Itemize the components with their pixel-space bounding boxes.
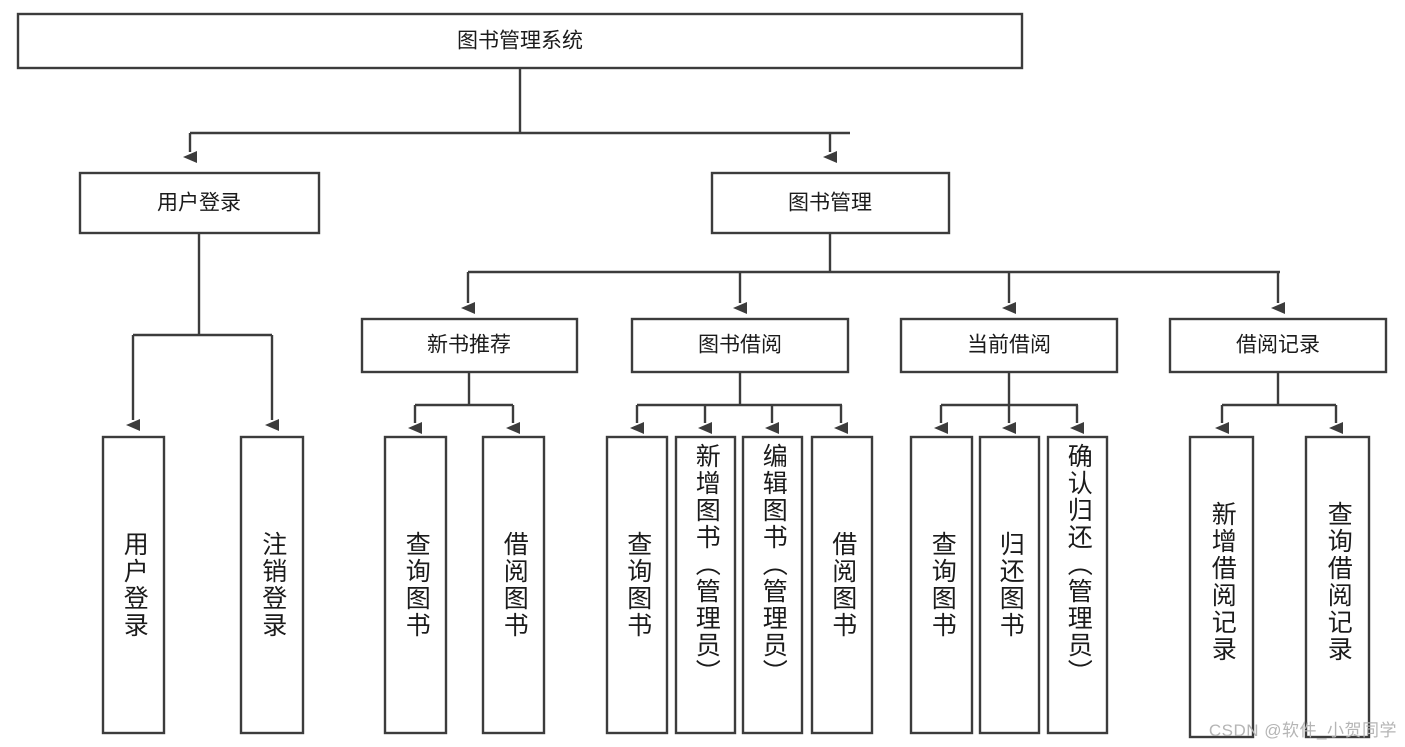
leaf-box-add-record[interactable]	[1188, 435, 1255, 739]
leaf-box-query-book-1[interactable]	[383, 435, 448, 735]
node-root-box[interactable]	[16, 12, 1024, 70]
connector-root-to-level2	[183, 68, 850, 163]
leaf-box-edit-book[interactable]	[741, 435, 804, 735]
node-borrow-record[interactable]: 借阅记录	[1168, 317, 1388, 374]
node-new-book-recommend[interactable]: 新书推荐	[360, 317, 579, 374]
connector-current-borrow-to-leaves	[934, 372, 1084, 434]
node-new-book-recommend-box[interactable]	[360, 317, 579, 374]
connector-user-login-to-leaves	[126, 233, 279, 431]
node-new-book-recommend-label: 新书推荐	[427, 334, 511, 357]
leaf-box-user-login[interactable]	[101, 435, 166, 735]
node-user-login[interactable]: 用户登录	[78, 171, 321, 235]
connector-book-borrow-to-leaves	[630, 372, 848, 434]
leaf-box-query-record[interactable]	[1304, 435, 1371, 739]
node-user-login-label: 用户登录	[157, 192, 241, 215]
node-user-login-box[interactable]	[78, 171, 321, 235]
connector-new-book-recommend-to-leaves	[408, 372, 520, 434]
leaf-box-borrow-book-2[interactable]	[810, 435, 874, 735]
node-borrow-record-label: 借阅记录	[1236, 334, 1320, 357]
leaf-box-return-book[interactable]	[978, 435, 1041, 735]
leaf-box-logout-login[interactable]	[239, 435, 305, 735]
leaf-box-add-book[interactable]	[674, 435, 737, 735]
leaf-box-borrow-book-1[interactable]	[481, 435, 546, 735]
node-current-borrow[interactable]: 当前借阅	[899, 317, 1119, 374]
node-root-label: 图书管理系统	[457, 30, 583, 53]
watermark-text: CSDN @软件_小贺同学	[1208, 721, 1397, 740]
leaf-box-confirm-return[interactable]	[1046, 435, 1109, 735]
connector-book-management-to-level3	[461, 233, 1285, 314]
node-root[interactable]: 图书管理系统	[16, 12, 1024, 70]
connector-borrow-record-to-leaves	[1215, 372, 1343, 434]
node-book-management-label: 图书管理	[788, 192, 872, 215]
node-current-borrow-box[interactable]	[899, 317, 1119, 374]
leaf-box-query-book-3[interactable]	[909, 435, 974, 735]
leaf-box-query-book-2[interactable]	[605, 435, 669, 735]
node-book-management[interactable]: 图书管理	[710, 171, 951, 235]
node-current-borrow-label: 当前借阅	[967, 334, 1051, 357]
node-book-borrow[interactable]: 图书借阅	[630, 317, 850, 374]
node-book-borrow-label: 图书借阅	[698, 334, 782, 357]
